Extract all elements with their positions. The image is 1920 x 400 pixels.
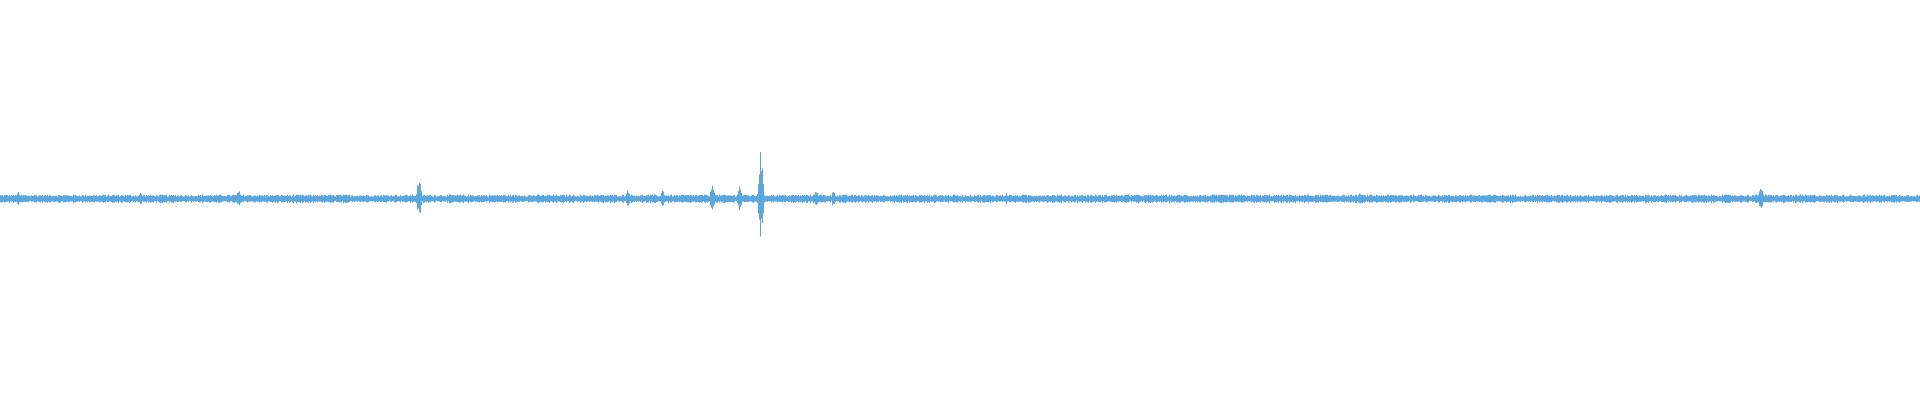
waveform-trace-group [0,151,1920,237]
waveform-trace [0,151,1920,237]
